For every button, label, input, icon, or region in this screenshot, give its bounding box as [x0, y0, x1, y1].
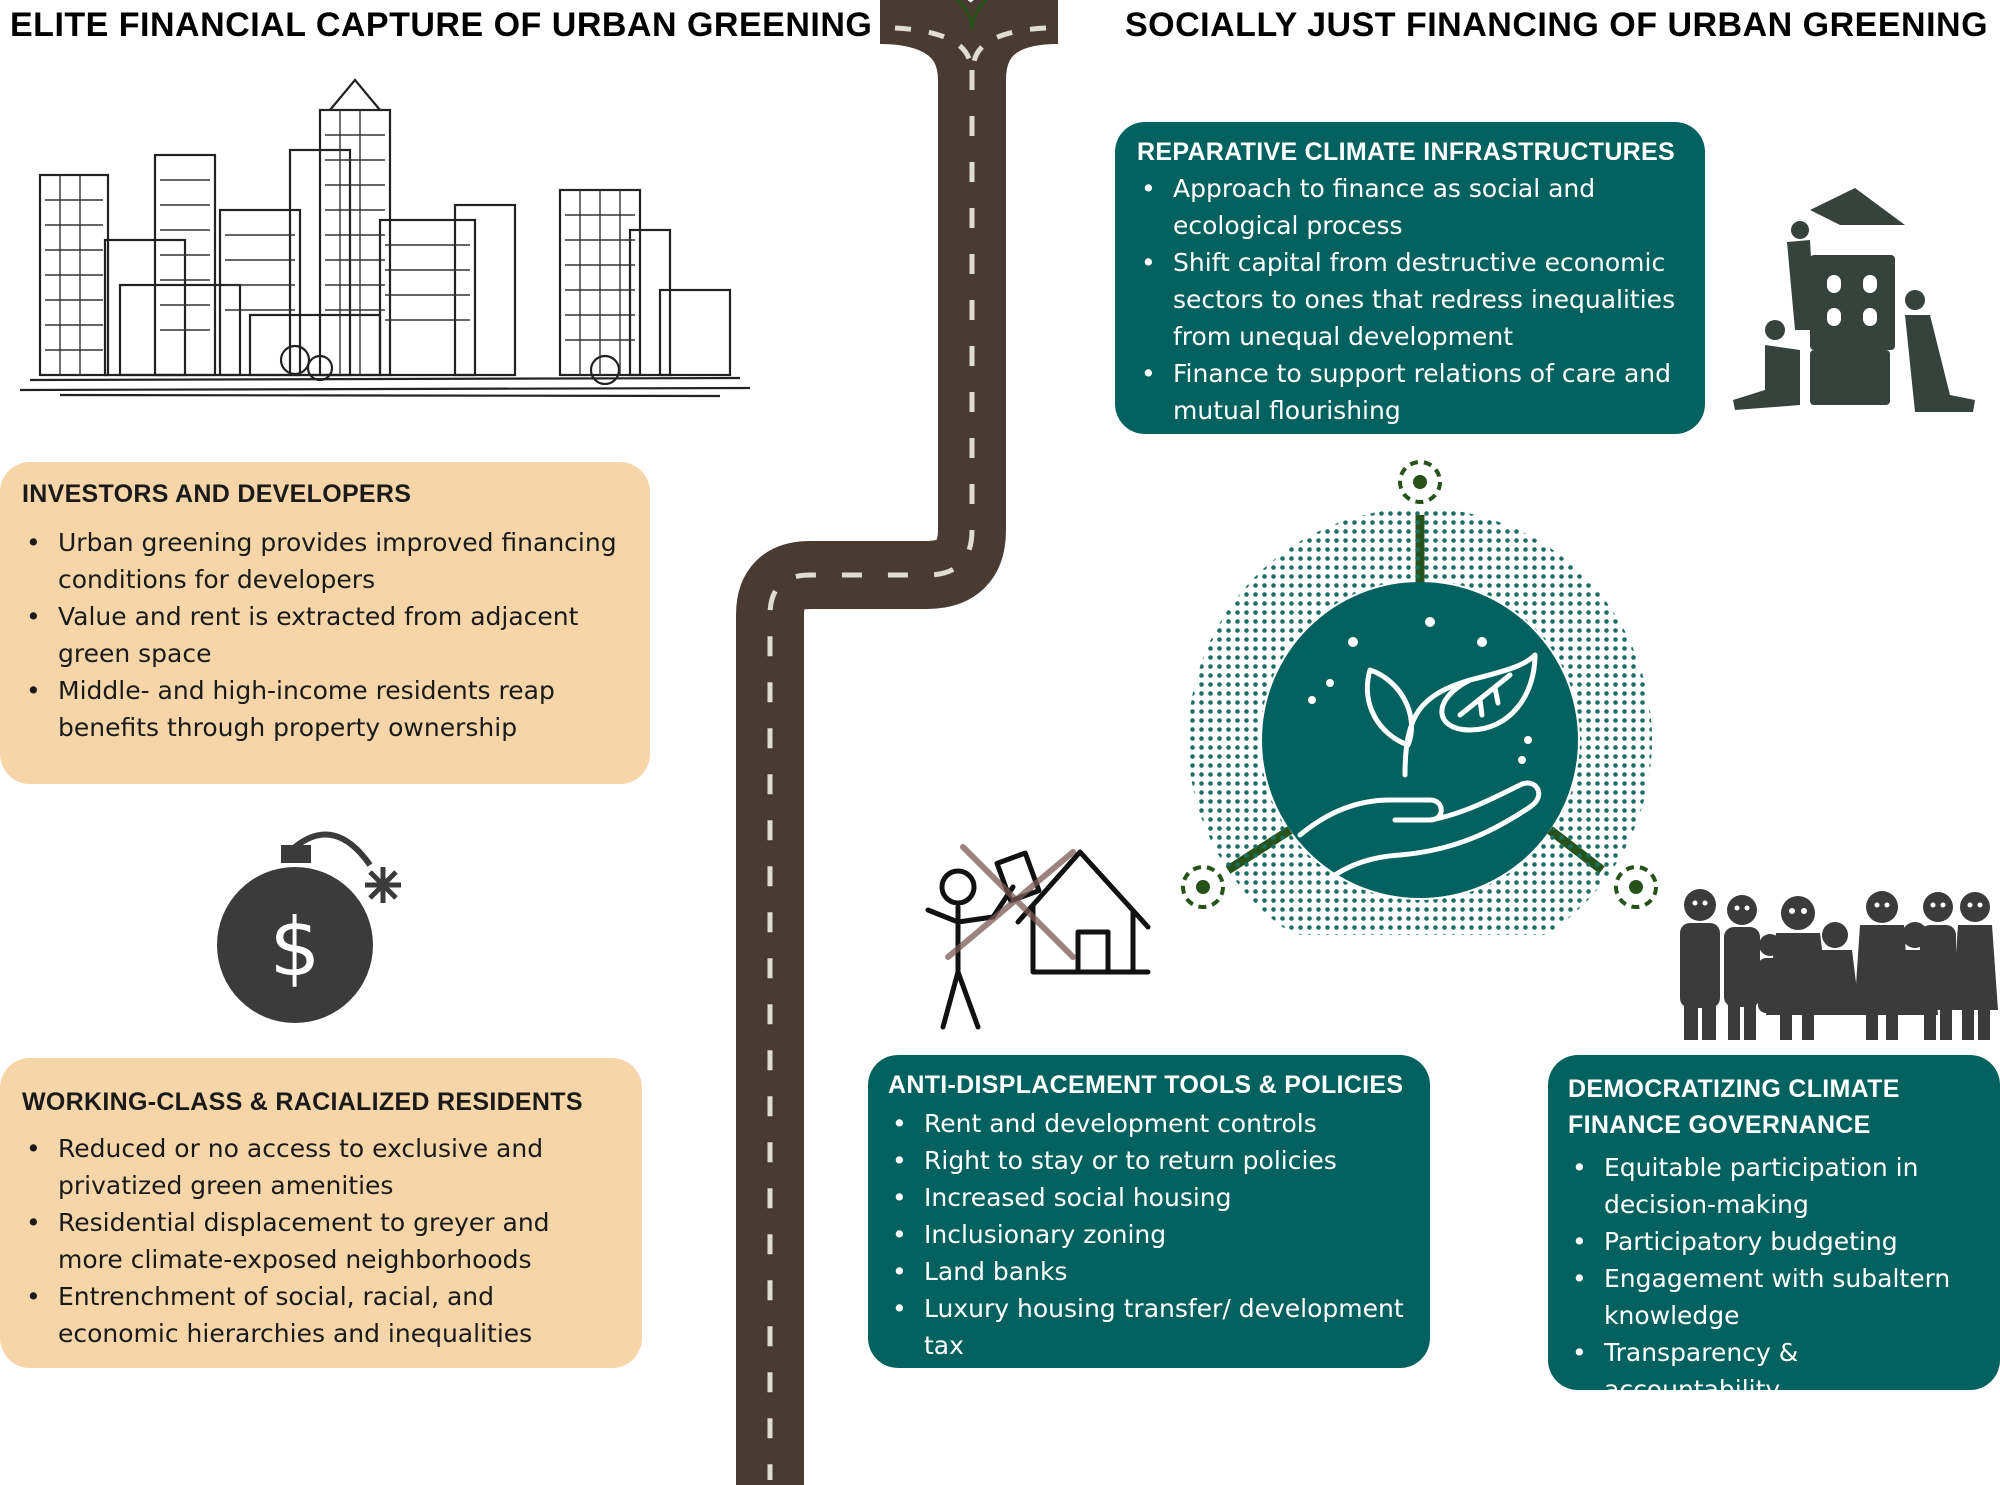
- list-item: Middle- and high-income residents reap b…: [22, 672, 628, 746]
- svg-text:$: $: [270, 901, 321, 994]
- list-item: Transparency & accountability: [1568, 1334, 1980, 1408]
- list-item: Entrenchment of social, racial, and econ…: [22, 1278, 620, 1352]
- seedling-in-hand-icon: [1170, 455, 1670, 935]
- list-item: Right to stay or to return policies: [888, 1142, 1410, 1179]
- reparative-infrastructures-box: REPARATIVE CLIMATE INFRASTRUCTURES Appro…: [1115, 122, 1705, 434]
- list-item: Reduced or no access to exclusive and pr…: [22, 1130, 620, 1204]
- investors-developers-list: Urban greening provides improved financi…: [22, 524, 628, 746]
- working-class-residents-title: WORKING-CLASS & RACIALIZED RESIDENTS: [22, 1088, 583, 1116]
- list-item: Participatory budgeting: [1568, 1223, 1980, 1260]
- investors-developers-title: INVESTORS AND DEVELOPERS: [22, 480, 412, 508]
- list-item: Finance to support relations of care and…: [1137, 355, 1683, 429]
- list-item: Luxury housing transfer/ development tax: [888, 1290, 1410, 1364]
- list-item: Value and rent is extracted from adjacen…: [22, 598, 628, 672]
- list-item: Equitable participation in decision-maki…: [1568, 1149, 1980, 1223]
- investors-developers-box: INVESTORS AND DEVELOPERS Urban greening …: [0, 462, 650, 784]
- democratizing-governance-list: Equitable participation in decision-maki…: [1568, 1149, 1980, 1408]
- dollar-bomb-icon: $: [217, 831, 401, 1023]
- left-heading: ELITE FINANCIAL CAPTURE OF URBAN GREENIN…: [10, 6, 873, 44]
- community-group-icon: [1680, 889, 1998, 1040]
- reparative-infrastructures-title: REPARATIVE CLIMATE INFRASTRUCTURES: [1137, 138, 1675, 166]
- reparative-infrastructures-list: Approach to finance as social and ecolog…: [1137, 170, 1683, 429]
- list-item: Rent and development controls: [888, 1105, 1410, 1142]
- list-item: Inclusionary zoning: [888, 1216, 1410, 1253]
- anti-displacement-list: Rent and development controls Right to s…: [888, 1105, 1410, 1364]
- list-item: Urban greening provides improved financi…: [22, 524, 628, 598]
- democratizing-governance-box: DEMOCRATIZING CLIMATE FINANCE GOVERNANCE…: [1548, 1055, 2000, 1404]
- list-item: Increased social housing: [888, 1179, 1410, 1216]
- list-item: Land banks: [888, 1253, 1410, 1290]
- list-item: Residential displacement to greyer and m…: [22, 1204, 620, 1278]
- list-item: Approach to finance as social and ecolog…: [1137, 170, 1683, 244]
- city-skyline-sketch-icon: [19, 78, 751, 398]
- right-heading: SOCIALLY JUST FINANCING OF URBAN GREENIN…: [1125, 6, 1989, 44]
- working-class-residents-box: WORKING-CLASS & RACIALIZED RESIDENTS Red…: [0, 1058, 642, 1368]
- working-class-residents-list: Reduced or no access to exclusive and pr…: [22, 1130, 620, 1352]
- eviction-house-crossed-icon: [925, 844, 1151, 1030]
- list-item: Shift capital from destructive economic …: [1137, 244, 1683, 355]
- democratizing-governance-title: DEMOCRATIZING CLIMATE FINANCE GOVERNANCE: [1568, 1075, 1900, 1139]
- anti-displacement-title: ANTI-DISPLACEMENT TOOLS & POLICIES: [888, 1071, 1404, 1099]
- list-item: Engagement with subaltern knowledge: [1568, 1260, 1980, 1334]
- anti-displacement-box: ANTI-DISPLACEMENT TOOLS & POLICIES Rent …: [868, 1055, 1430, 1368]
- people-building-puzzle-icon: [1733, 188, 1975, 412]
